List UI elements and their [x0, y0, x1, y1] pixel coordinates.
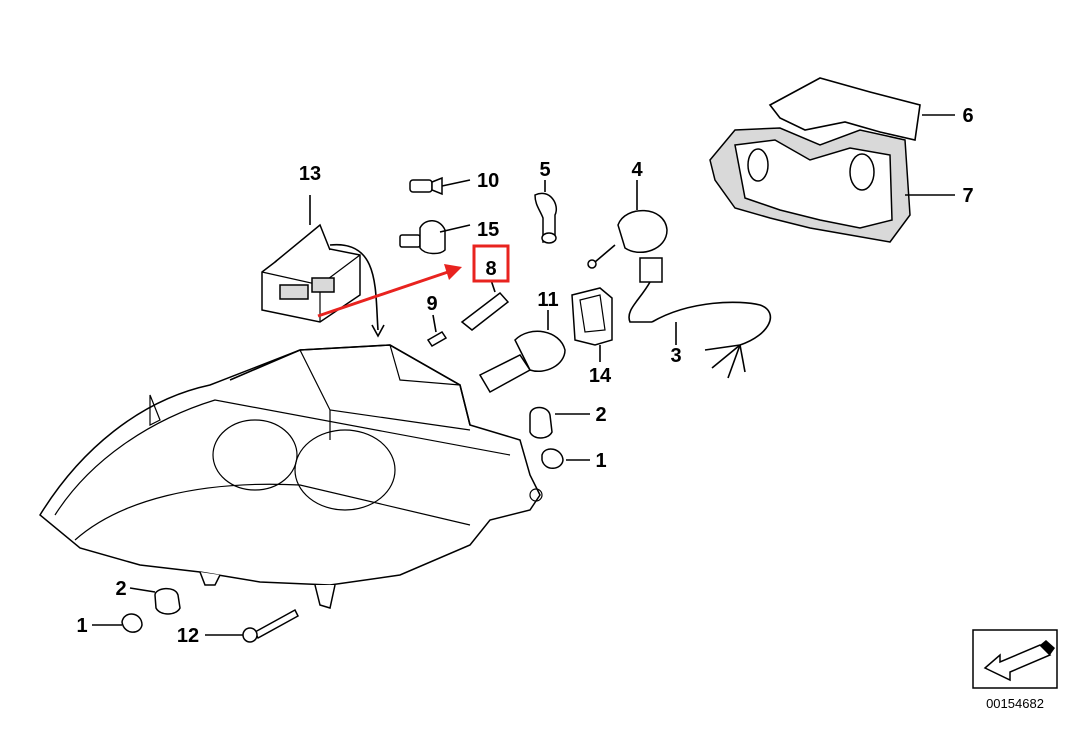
- part-10-bulb: [409, 176, 471, 196]
- label-2-left: 2: [115, 578, 126, 600]
- label-1-left: 1: [76, 615, 87, 637]
- label-10: 10: [477, 170, 499, 192]
- label-12: 12: [177, 625, 199, 647]
- part-9-bolt: [426, 314, 448, 347]
- part-13-control-unit: [261, 195, 385, 338]
- part-14-bracket: [571, 287, 613, 362]
- label-8: 8: [485, 258, 496, 280]
- highlight-arrowhead: [444, 264, 462, 280]
- part-1-clip-left: [92, 613, 143, 633]
- label-15: 15: [477, 219, 499, 241]
- label-2-right: 2: [595, 404, 606, 426]
- part-4-actuator: [587, 180, 668, 323]
- label-4: 4: [631, 159, 643, 181]
- label-1-right: 1: [595, 450, 606, 472]
- label-13: 13: [299, 163, 321, 185]
- part-15-bulb-socket: [399, 220, 471, 255]
- label-3: 3: [670, 345, 681, 367]
- part-6-gasket: [768, 77, 955, 141]
- label-11: 11: [537, 289, 558, 311]
- label-7: 7: [962, 185, 973, 207]
- highlight-annotation: [317, 244, 510, 318]
- label-6: 6: [962, 105, 973, 127]
- part-7-rear-cover: [709, 127, 955, 243]
- part-11-main-bulb: [478, 310, 566, 394]
- diagram-code: 00154682: [986, 696, 1044, 711]
- part-2-cap-right: [529, 406, 590, 439]
- highlight-arrow: [317, 270, 449, 318]
- headlight-housing: [39, 344, 543, 609]
- part-1-clip-right: [541, 448, 590, 469]
- callout-labels: 13 10 15 5 4 6 7 8 9 11 3 14 2 1 2 1 12: [76, 105, 973, 647]
- direction-icon: [972, 629, 1058, 689]
- label-5: 5: [539, 159, 550, 181]
- part-2-cap-left: [129, 587, 181, 615]
- highlight-box: [472, 244, 510, 283]
- label-9: 9: [426, 293, 437, 315]
- part-8-bulb: [460, 279, 510, 331]
- part-3-wiring: [651, 301, 772, 379]
- part-12-screw: [205, 608, 299, 643]
- label-14: 14: [589, 365, 612, 387]
- part-5-hose: [534, 180, 557, 244]
